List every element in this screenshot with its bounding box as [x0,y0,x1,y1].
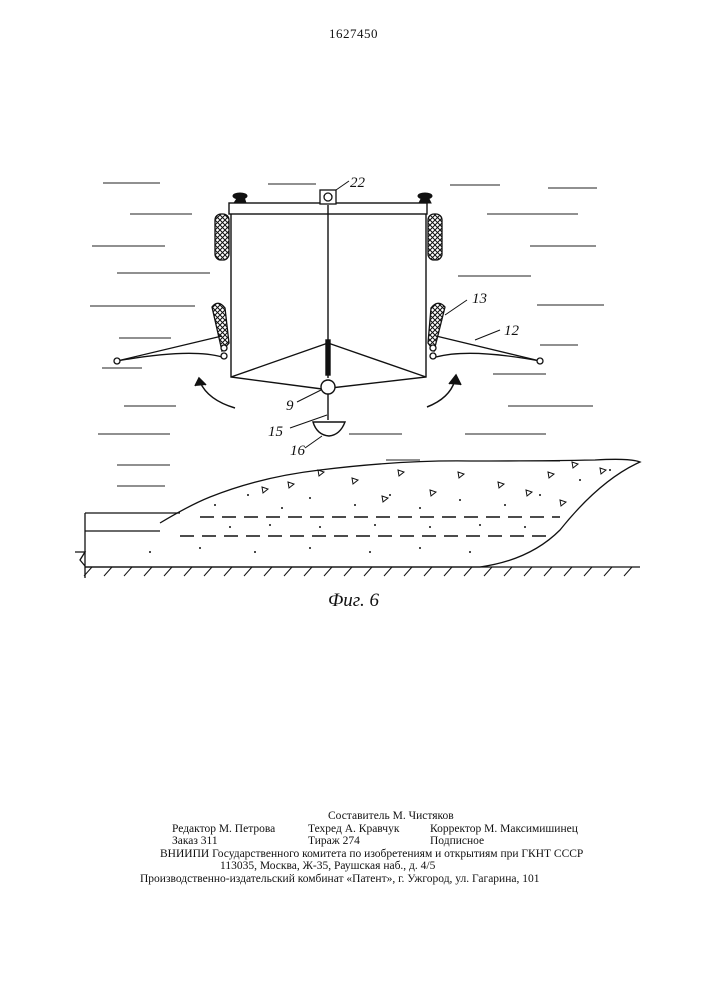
label-12: 12 [504,323,520,339]
imprint-compiler: Составитель М. Чистяков [328,810,454,823]
imprint-block: Составитель М. Чистяков Редактор М. Петр… [160,810,580,885]
imprint-techred: Техред А. Кравчук [308,823,399,836]
seabed-dots [149,469,611,553]
top-hook-22 [320,190,336,204]
seabed [75,459,640,578]
imprint-circulation: Тираж 274 [308,835,360,848]
device-body [229,203,427,389]
label-13: 13 [472,291,487,307]
label-9: 9 [286,398,294,414]
seabed-hatch-ticks [84,567,632,576]
imprint-org: ВНИИПИ Государственного комитета по изоб… [160,848,583,861]
label-16: 16 [290,443,306,459]
imprint-editor: Редактор М. Петрова [172,823,275,836]
imprint-subscription: Подписное [430,835,484,848]
imprint-address: 113035, Москва, Ж-35, Раушская наб., д. … [220,860,435,873]
imprint-publisher: Производственно-издательский комбинат «П… [140,873,539,886]
seabed-dashes [180,517,560,536]
figure-caption: Фиг. 6 [328,590,379,612]
leader-lines [290,181,500,448]
imprint-corrector: Корректор М. Максимишинец [430,823,578,836]
label-22: 22 [350,175,366,191]
label-15: 15 [268,424,284,440]
imprint-order: Заказ 311 [172,835,218,848]
water-lines [90,183,604,486]
seabed-pebbles [262,462,606,506]
